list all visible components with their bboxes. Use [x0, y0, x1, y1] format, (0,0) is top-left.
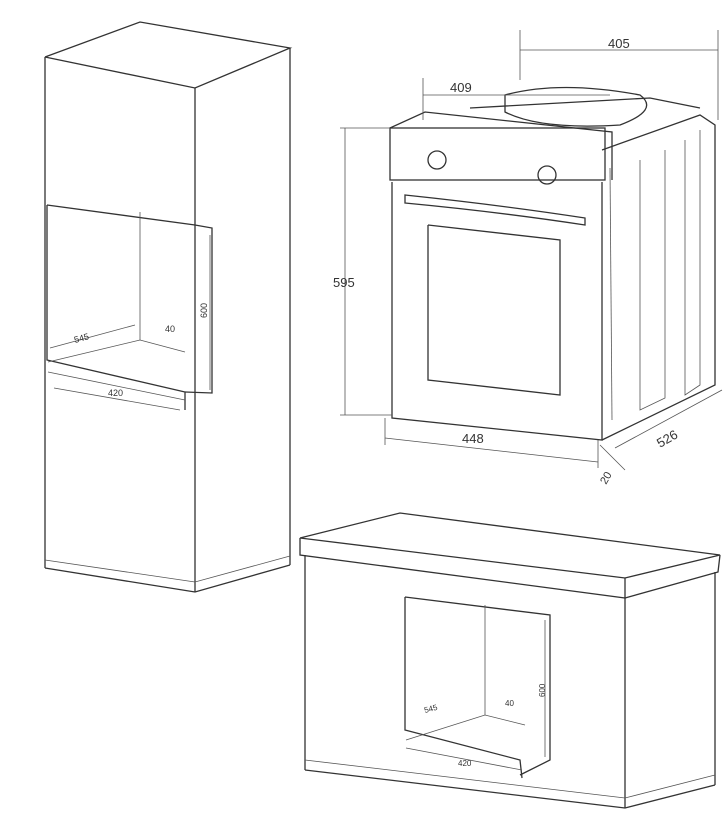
oven-panel-depth-label: 409: [450, 80, 472, 95]
base-height-label: 600: [538, 683, 547, 697]
oven: 405 409 595 448 526 20: [333, 30, 723, 487]
oven-top-depth-label: 405: [608, 36, 630, 51]
oven-side-depth-label: 526: [654, 427, 680, 451]
base-width-label: 420: [458, 759, 472, 768]
tall-cabinet: 545 40 600 420: [44, 21, 293, 593]
tall-height-label: 600: [199, 303, 209, 318]
base-gap-label: 40: [505, 699, 514, 708]
oven-height-label: 595: [333, 275, 355, 290]
tall-gap-label: 40: [165, 324, 175, 334]
base-cabinet: 545 40 600 420: [299, 512, 721, 809]
base-depth-label: 545: [423, 703, 439, 715]
oven-width-label: 448: [462, 431, 484, 446]
oven-offset-label: 20: [598, 470, 615, 487]
tall-depth-label: 545: [73, 331, 90, 345]
tall-width-label: 420: [108, 388, 123, 398]
